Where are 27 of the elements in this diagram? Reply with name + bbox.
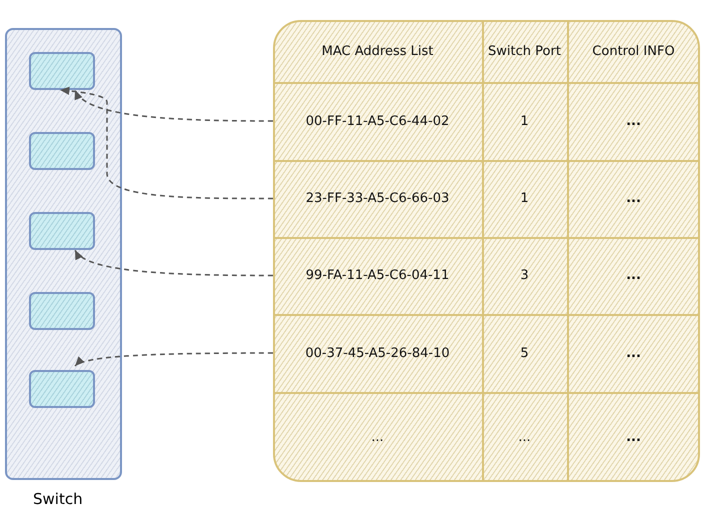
mac-address-cell: 99-FA-11-A5-C6-04-11 [273,237,482,314]
table-cell: 1 [520,191,529,206]
table-cell: ... [626,114,641,128]
mac-address-cell: 00-FF-11-A5-C6-44-02 [273,82,482,160]
switch-caption: Switch [33,490,83,508]
mac-address-cell: 23-FF-33-A5-C6-66-03 [273,160,482,237]
table-cell: ... [626,430,641,444]
port-box [29,52,95,90]
table-cell: ... [626,191,641,206]
table-cell: ... [371,430,384,444]
table-cell: ... [626,268,641,283]
dashed-arrow [60,86,273,200]
table-cell: 5 [520,346,529,360]
table-cell: ... [518,430,531,444]
column-header: Switch Port [488,44,561,58]
port-box [29,370,95,408]
table-cell: 1 [520,114,529,128]
dashed-arrow [74,90,273,122]
column-header: MAC Address List [322,44,434,58]
column-header: Control INFO [592,44,675,58]
mac-address-cell: 00-37-45-A5-26-84-10 [273,314,482,392]
table-cell: ... [626,346,641,360]
table-cell: 3 [520,268,529,283]
port-box [29,212,95,250]
port-box [29,132,95,170]
port-box [29,292,95,330]
dashed-arrow [74,250,273,276]
